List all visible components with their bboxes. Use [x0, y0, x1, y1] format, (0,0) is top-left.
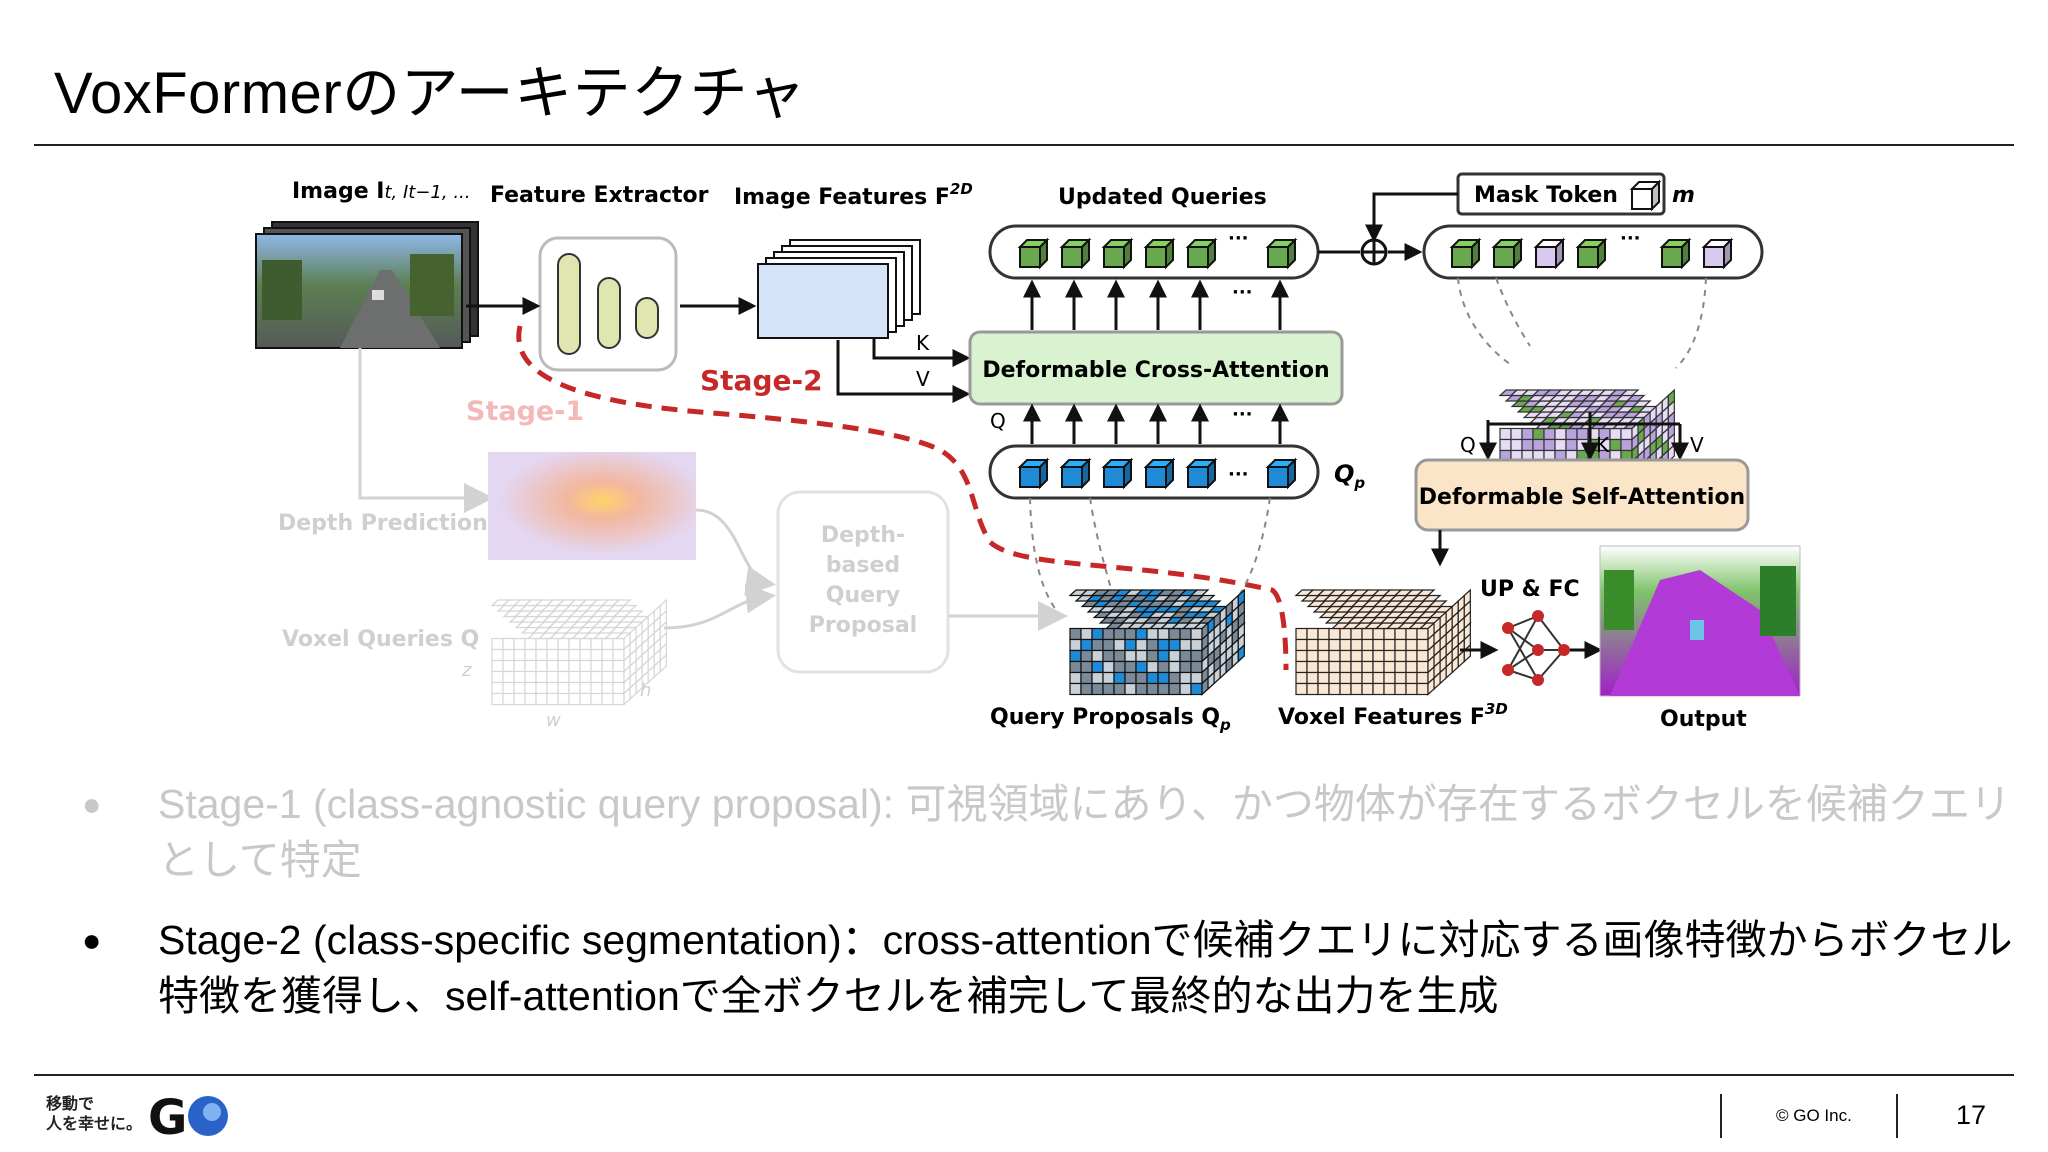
logo-tagline-line1: 移動で: [46, 1094, 95, 1113]
upfc-label: UP & FC: [1480, 577, 1580, 602]
updated-query-cubes: [1017, 237, 1298, 270]
mask-cube-icon: [1629, 179, 1662, 212]
updated-queries-ellipsis: ···: [1228, 228, 1249, 249]
k-label-self: K: [1596, 433, 1610, 457]
query-input-arrows: [1023, 403, 1289, 444]
voxel-features-grid: [1294, 588, 1472, 696]
green-query-cube-icon: [1185, 237, 1218, 270]
svg-text:Deformable Self-Attention: Deformable Self-Attention: [1419, 485, 1745, 510]
query-proposals-grid: [1068, 588, 1246, 696]
qp-row-ellipsis: ···: [1228, 464, 1249, 485]
k-label: K: [916, 331, 930, 355]
green-query-cube-icon: [1017, 237, 1050, 270]
blue-query-cube-icon: [1017, 457, 1050, 490]
blue-query-cube-icon: [1143, 457, 1176, 490]
svg-text:Query: Query: [826, 583, 900, 608]
svg-text:Proposal: Proposal: [809, 613, 917, 638]
slide-title: VoxFormerのアーキテクチャ: [54, 61, 807, 126]
logo-tagline: 移動で 人を幸せに。: [46, 1094, 142, 1134]
copyright: © GO Inc.: [1776, 1106, 1852, 1125]
mask-grid-links: [1457, 277, 1707, 369]
green-query-cube-icon: [1101, 237, 1134, 270]
updated-queries-label: Updated Queries: [1058, 185, 1267, 210]
combined-query-cube-icon: [1659, 237, 1692, 270]
feature-extractor-label: Feature Extractor: [490, 183, 709, 208]
mask-token-label: Mask Token: [1474, 183, 1618, 208]
bullet-stage1-text: Stage-1 (class-agnostic query proposal):…: [158, 781, 2011, 883]
axis-w-label: w: [546, 710, 561, 731]
stage2-label: Stage-2: [700, 364, 823, 397]
mask-row-ellipsis: ···: [1620, 228, 1641, 249]
bullet-stage2-text: Stage-2 (class-specific segmentation)：cr…: [158, 917, 2013, 1019]
input-image-stack: [255, 221, 479, 349]
fc-network-icon: [1502, 610, 1570, 686]
svg-text:Depth-: Depth-: [821, 523, 905, 548]
depth-prediction-label: Depth Prediction: [278, 511, 488, 536]
green-query-cube-icon: [1143, 237, 1176, 270]
stage1-label: Stage-1: [466, 396, 584, 427]
title-divider: [34, 144, 2014, 146]
image-label: Image It, It−1, ...: [292, 179, 470, 204]
combined-query-cube-icon: [1449, 237, 1482, 270]
query-proposal-cubes: [1017, 457, 1298, 490]
cross-attn-up-ellipsis: ···: [1232, 282, 1253, 303]
footer-separator: [1896, 1094, 1898, 1138]
page-number: 17: [1956, 1100, 1987, 1130]
logo-tagline-line2: 人を幸せに。: [46, 1114, 143, 1133]
mask-token-symbol: m: [1672, 183, 1695, 208]
axis-z-label: z: [461, 660, 472, 681]
image-features-stack: [757, 239, 921, 339]
depth-prediction-map: [488, 452, 696, 560]
blue-query-cube-icon: [1265, 457, 1298, 490]
output-segmentation-image: [1599, 545, 1801, 697]
svg-text:Deformable Cross-Attention: Deformable Cross-Attention: [982, 358, 1329, 383]
combined-query-cube-icon: [1533, 237, 1566, 270]
v-label-self: V: [1690, 433, 1704, 457]
output-label: Output: [1660, 707, 1747, 732]
combined-query-cube-icon: [1575, 237, 1608, 270]
mask-token-cube: [1629, 179, 1662, 212]
blue-query-cube-icon: [1059, 457, 1092, 490]
green-query-cube-icon: [1059, 237, 1092, 270]
footer-separator: [1720, 1094, 1722, 1138]
voxel-features-label: Voxel Features F3D: [1278, 700, 1508, 730]
bullet-dot-icon: ●: [82, 922, 102, 958]
query-proposals-label: Query Proposals Qp: [990, 705, 1231, 734]
qp-arrow-ellipsis: ···: [1232, 404, 1253, 425]
combine-plus-icon: [1360, 238, 1388, 266]
voxformer-architecture-diagram: Image It, It−1, ... Feature Extractor Im…: [255, 172, 1801, 734]
green-query-cube-icon: [1265, 237, 1298, 270]
q-label-self: Q: [1460, 433, 1476, 457]
axis-h-label: h: [640, 680, 651, 701]
feature-extractor-box: [538, 236, 678, 372]
depth-based-query-proposal-box: Depth- based Query Proposal: [776, 490, 950, 674]
q-label-cross: Q: [990, 409, 1006, 433]
cross-attn-output-arrows: [1023, 279, 1289, 330]
combined-query-cube-icon: [1701, 237, 1734, 270]
bullet-dot-icon: ●: [82, 786, 102, 822]
blue-query-cube-icon: [1185, 457, 1218, 490]
blue-query-cube-icon: [1101, 457, 1134, 490]
masked-voxel-grid: [1498, 388, 1676, 496]
image-features-label: Image Features F2D: [734, 180, 973, 210]
deformable-cross-attention-box: Deformable Cross-Attention: [968, 330, 1344, 406]
stage2-dashed-path: [516, 325, 1289, 671]
v-label: V: [916, 367, 930, 391]
voxel-queries-label: Voxel Queries Q: [282, 627, 479, 652]
svg-text:based: based: [826, 553, 900, 578]
voxel-queries-grid: [490, 598, 668, 706]
combined-query-cubes: [1449, 237, 1734, 270]
footer-divider: [34, 1074, 2014, 1076]
deformable-self-attention-box: Deformable Self-Attention: [1414, 458, 1750, 532]
go-logo-icon: GO: [148, 1090, 228, 1142]
qp-symbol: Qp: [1334, 460, 1365, 492]
combined-query-cube-icon: [1491, 237, 1524, 270]
